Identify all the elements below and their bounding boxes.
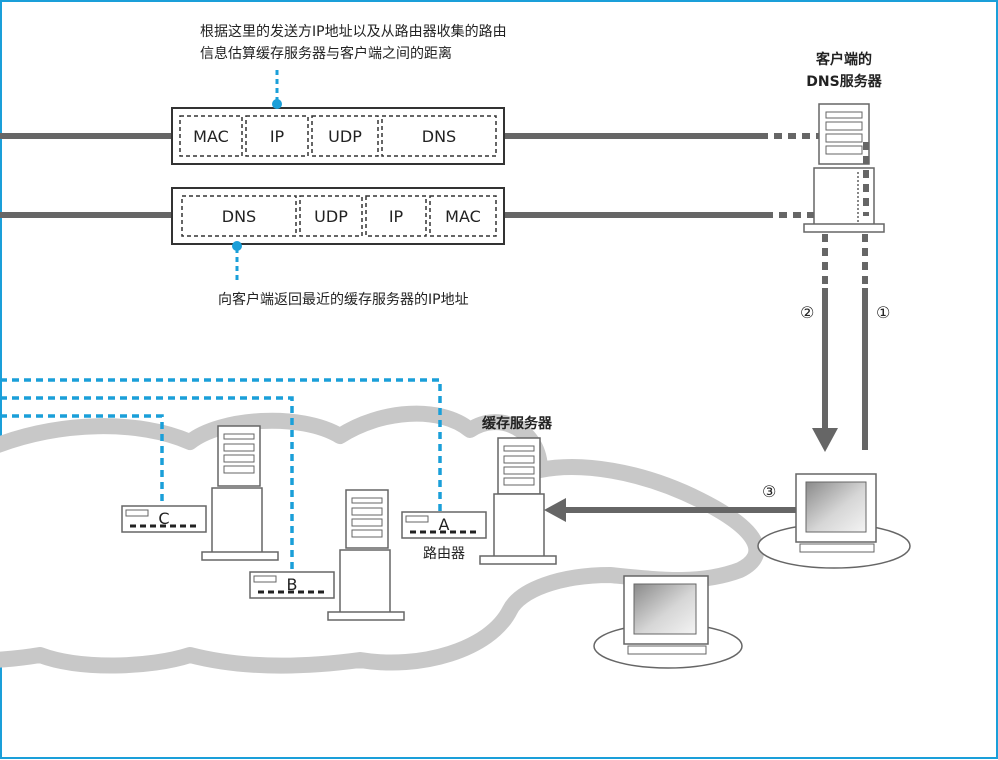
request-field-ip: IP [270, 127, 285, 146]
response-packet: DNS UDP IP MAC [171, 187, 505, 245]
request-packet-frame [171, 107, 505, 165]
cache-server-c [201, 425, 279, 561]
step-3-arrow-head [544, 498, 566, 522]
router-c-label: C [158, 509, 169, 528]
bottom-note: 向客户端返回最近的缓存服务器的IP地址 [218, 291, 469, 308]
packet-field-box [179, 115, 243, 157]
dns-server-label-line-2: DNS服务器 [806, 73, 882, 90]
cache-server [479, 437, 557, 565]
packet-field-box [181, 195, 297, 237]
router-b [249, 571, 335, 599]
top-note-line-1: 根据这里的发送方IP地址以及从路由器收集的路由 [200, 23, 507, 40]
packet-field-box [429, 195, 497, 237]
bottom-note-dot [232, 241, 242, 251]
step-2-label: ② [800, 303, 814, 322]
route-path-b [0, 396, 294, 576]
router-a [401, 511, 487, 539]
router-a-label: A [439, 515, 450, 534]
packet-field-box [299, 195, 363, 237]
response-field-udp: UDP [314, 207, 348, 226]
cache-server-label: 缓存服务器 [482, 415, 553, 432]
top-note-dot [272, 99, 282, 109]
packet-field-box [245, 115, 309, 157]
packet-field-box [365, 195, 427, 237]
route-path-a [0, 378, 442, 514]
request-field-mac: MAC [193, 127, 229, 146]
request-packet: MAC IP UDP DNS [171, 107, 505, 165]
dns-server-label-line-1: 客户端的 [815, 51, 872, 68]
request-field-dns: DNS [422, 127, 456, 146]
packet-field-box [381, 115, 497, 157]
step-2-arrow-head [812, 428, 838, 452]
request-field-udp: UDP [328, 127, 362, 146]
response-field-ip: IP [389, 207, 404, 226]
step-1-label: ① [876, 303, 890, 322]
router-c [121, 505, 207, 533]
route-path-c [0, 414, 164, 508]
router-b-label: B [287, 575, 298, 594]
response-packet-frame [171, 187, 505, 245]
client-computer [757, 473, 911, 569]
dns-server [803, 103, 885, 233]
router-label: 路由器 [423, 546, 465, 562]
response-field-mac: MAC [445, 207, 481, 226]
step-3-label: ③ [762, 482, 776, 501]
other-computer [593, 575, 743, 669]
response-field-dns: DNS [222, 207, 256, 226]
top-note-line-2: 信息估算缓存服务器与客户端之间的距离 [200, 45, 452, 62]
packet-field-box [311, 115, 379, 157]
cache-server-b [327, 489, 405, 621]
